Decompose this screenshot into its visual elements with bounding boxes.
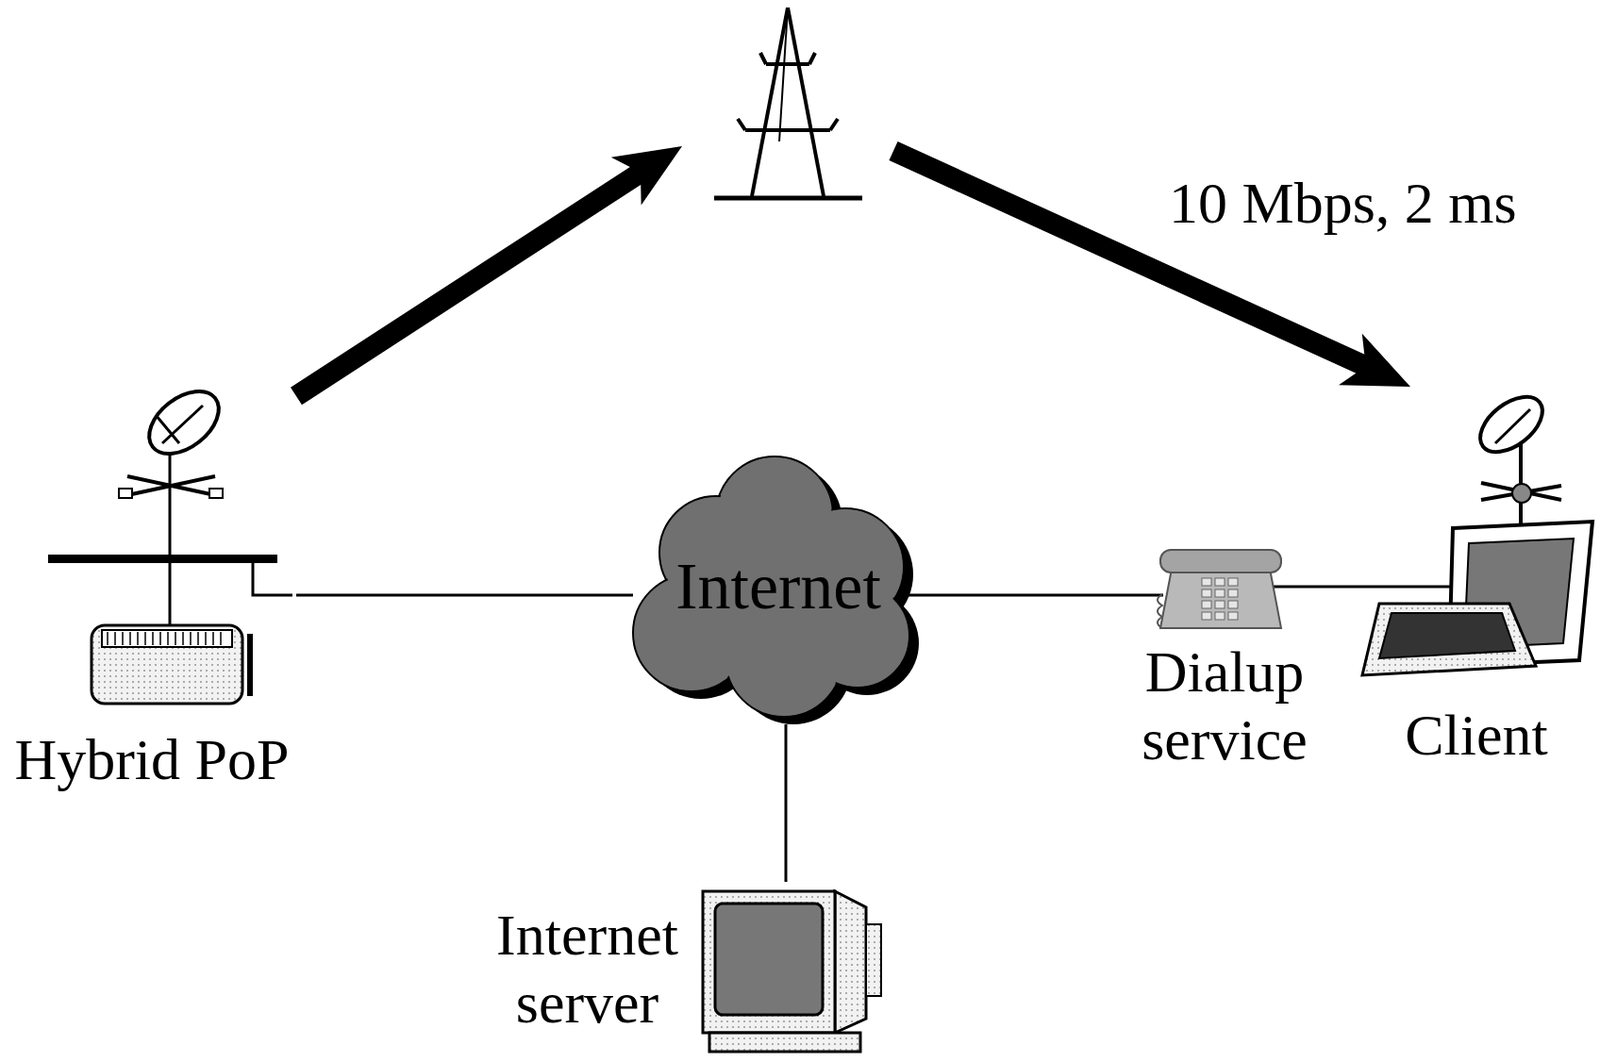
tower-leg <box>751 7 788 197</box>
dish-foot <box>209 488 223 499</box>
vent-slot <box>212 632 215 646</box>
client-node: Client <box>1358 386 1595 773</box>
phone-key <box>1228 578 1238 586</box>
phone-key <box>1228 612 1238 620</box>
dish-pole <box>168 443 172 559</box>
tower-leg <box>787 7 824 197</box>
phone-key <box>1201 578 1212 586</box>
node-label: Hybrid PoP <box>14 726 289 794</box>
server-node: Internet server <box>485 882 887 1057</box>
dish-feed <box>1495 409 1531 444</box>
dish-feed <box>162 405 203 444</box>
phone-key <box>1228 600 1238 609</box>
arrow-head <box>611 122 698 206</box>
monitor-side <box>834 891 867 1034</box>
node-label: Internet server <box>485 901 689 1037</box>
network-link <box>296 594 634 598</box>
vent-slot <box>129 632 132 646</box>
phone-key <box>1201 589 1212 598</box>
router-body <box>91 625 243 704</box>
vent-slot <box>204 632 207 646</box>
dish-foot <box>118 488 133 499</box>
client-dish <box>1470 385 1562 529</box>
radio-tower <box>714 7 863 199</box>
vent-slot <box>189 632 192 646</box>
bus-drop <box>252 562 293 596</box>
vent-slot <box>159 632 162 646</box>
laptop-keyboard <box>1379 613 1516 659</box>
vent-slot <box>174 632 177 646</box>
node-label: Internet <box>675 549 882 626</box>
dish-feed <box>155 415 180 444</box>
vent-slot <box>219 632 222 646</box>
vent-slot <box>197 632 200 646</box>
server-monitor <box>702 891 882 1052</box>
vent-slot <box>121 632 124 646</box>
tower-base <box>714 196 863 201</box>
router-side <box>247 633 253 697</box>
tower-arm-hook <box>809 52 816 65</box>
network-bus <box>48 554 278 564</box>
phone-key <box>1201 600 1212 609</box>
dish-reflector <box>1470 385 1553 463</box>
pop-node: Hybrid PoP <box>7 377 297 798</box>
tower-arm-hook <box>760 52 767 65</box>
phone-key <box>1201 612 1212 620</box>
node-label: Dialup service <box>1128 638 1322 774</box>
dish-mount <box>127 476 216 496</box>
phone-body <box>1160 568 1282 629</box>
vent-slot <box>136 632 139 646</box>
vent-slot <box>106 632 109 646</box>
monitor-body <box>702 891 835 1034</box>
phone-key <box>1228 589 1238 598</box>
internet-cloud: Internet <box>633 449 924 725</box>
router-vents <box>101 630 233 648</box>
router-link <box>168 562 172 628</box>
phone-handset <box>1160 550 1282 573</box>
network-link <box>784 724 788 883</box>
router <box>91 625 253 704</box>
tower-arm-hook <box>830 118 838 131</box>
dish-hub <box>1512 483 1532 503</box>
tower-strut <box>779 7 788 142</box>
laptop <box>1362 521 1593 676</box>
vent-slot <box>144 632 147 646</box>
monitor-back <box>866 924 882 997</box>
satellite-dish <box>118 379 231 559</box>
vent-slot <box>166 632 169 646</box>
link-label: 10 Mbps, 2 ms <box>1165 169 1521 237</box>
dialup-link <box>1273 585 1453 589</box>
dialup-node: Dialup service <box>1120 537 1329 778</box>
dish-mount <box>127 476 216 496</box>
laptop-base <box>1362 603 1536 676</box>
node-label: Client <box>1404 701 1549 769</box>
phone-key <box>1215 600 1225 609</box>
monitor-base <box>709 1033 861 1052</box>
tower-arm <box>766 62 810 67</box>
vent-slot <box>151 632 154 646</box>
vent-slot <box>114 632 117 646</box>
phone-key <box>1215 578 1225 586</box>
tower-arm-hook <box>737 118 746 131</box>
phone-key <box>1215 589 1225 598</box>
telephone <box>1157 550 1282 629</box>
vent-slot <box>182 632 184 646</box>
dish-reflector <box>137 379 231 467</box>
tower-arm <box>745 128 831 133</box>
phone-key <box>1215 612 1225 620</box>
network-link <box>885 594 1164 598</box>
monitor-screen <box>715 903 823 1016</box>
